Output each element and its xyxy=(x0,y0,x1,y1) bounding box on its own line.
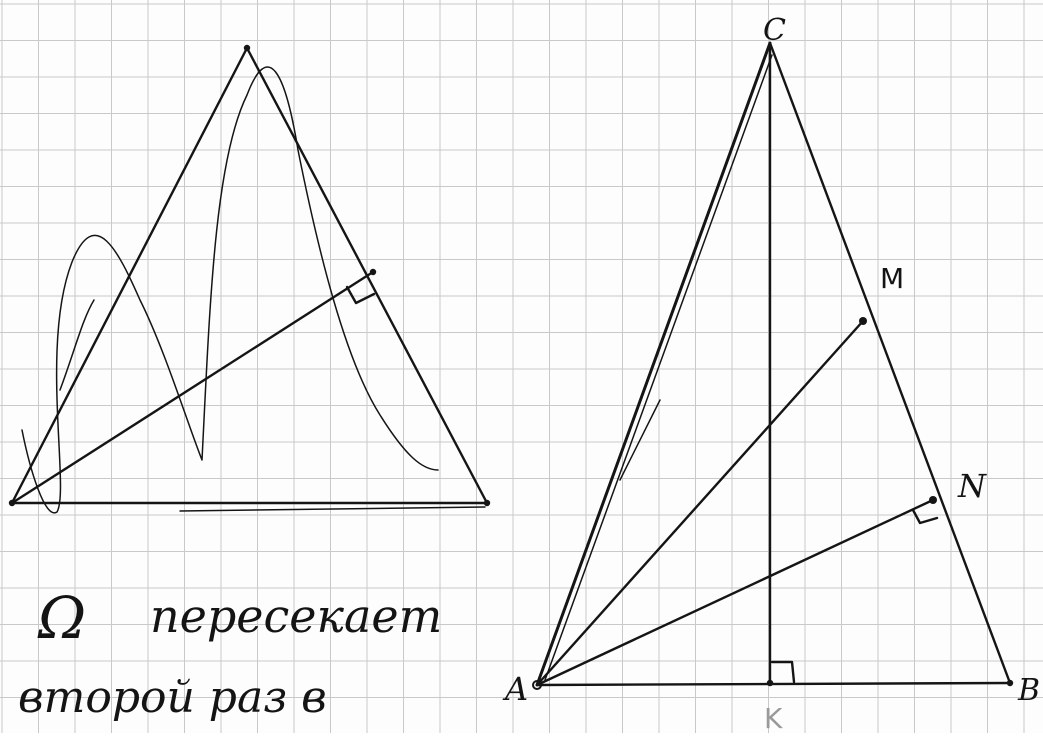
omega-symbol: Ω xyxy=(37,584,86,652)
left-foot-dot xyxy=(369,268,377,276)
right-figure: C M N A B K xyxy=(502,13,1040,735)
left-figure xyxy=(8,44,491,514)
left-vertex-dot xyxy=(8,499,16,507)
right-angle-mark-n xyxy=(911,508,939,525)
point-a-dot xyxy=(532,680,542,690)
side-ac xyxy=(535,41,772,687)
segment-an xyxy=(535,498,935,687)
left-altitude xyxy=(10,270,375,505)
label-a: A xyxy=(502,670,528,708)
note-line-2: второй раз в xyxy=(18,672,327,723)
point-k-dot xyxy=(766,679,774,687)
point-n-dot xyxy=(929,496,937,504)
segment-am xyxy=(535,319,865,687)
left-right-angle-mark xyxy=(345,285,376,305)
label-b: B xyxy=(1017,673,1040,708)
side-cb xyxy=(768,41,1012,685)
note-line-1: пересекает xyxy=(150,589,442,643)
side-ab xyxy=(535,681,1012,687)
right-angle-mark-k xyxy=(770,660,796,684)
left-base-echo xyxy=(179,506,486,512)
left-triangle xyxy=(10,46,489,505)
handwritten-notes: Ω пересекает второй раз в xyxy=(18,584,442,723)
left-vertex-dot xyxy=(483,499,491,507)
point-b-dot xyxy=(1006,679,1014,687)
stray-stroke xyxy=(619,399,661,481)
side-ac-extra xyxy=(544,54,773,681)
left-vertex-dot xyxy=(243,44,251,52)
label-m: M xyxy=(880,262,904,295)
label-c: C xyxy=(763,13,786,48)
left-curve-1 xyxy=(21,66,439,514)
label-n: N xyxy=(957,467,987,505)
left-curve-2 xyxy=(59,299,95,391)
label-k: K xyxy=(764,702,783,733)
point-m-dot xyxy=(859,317,867,325)
